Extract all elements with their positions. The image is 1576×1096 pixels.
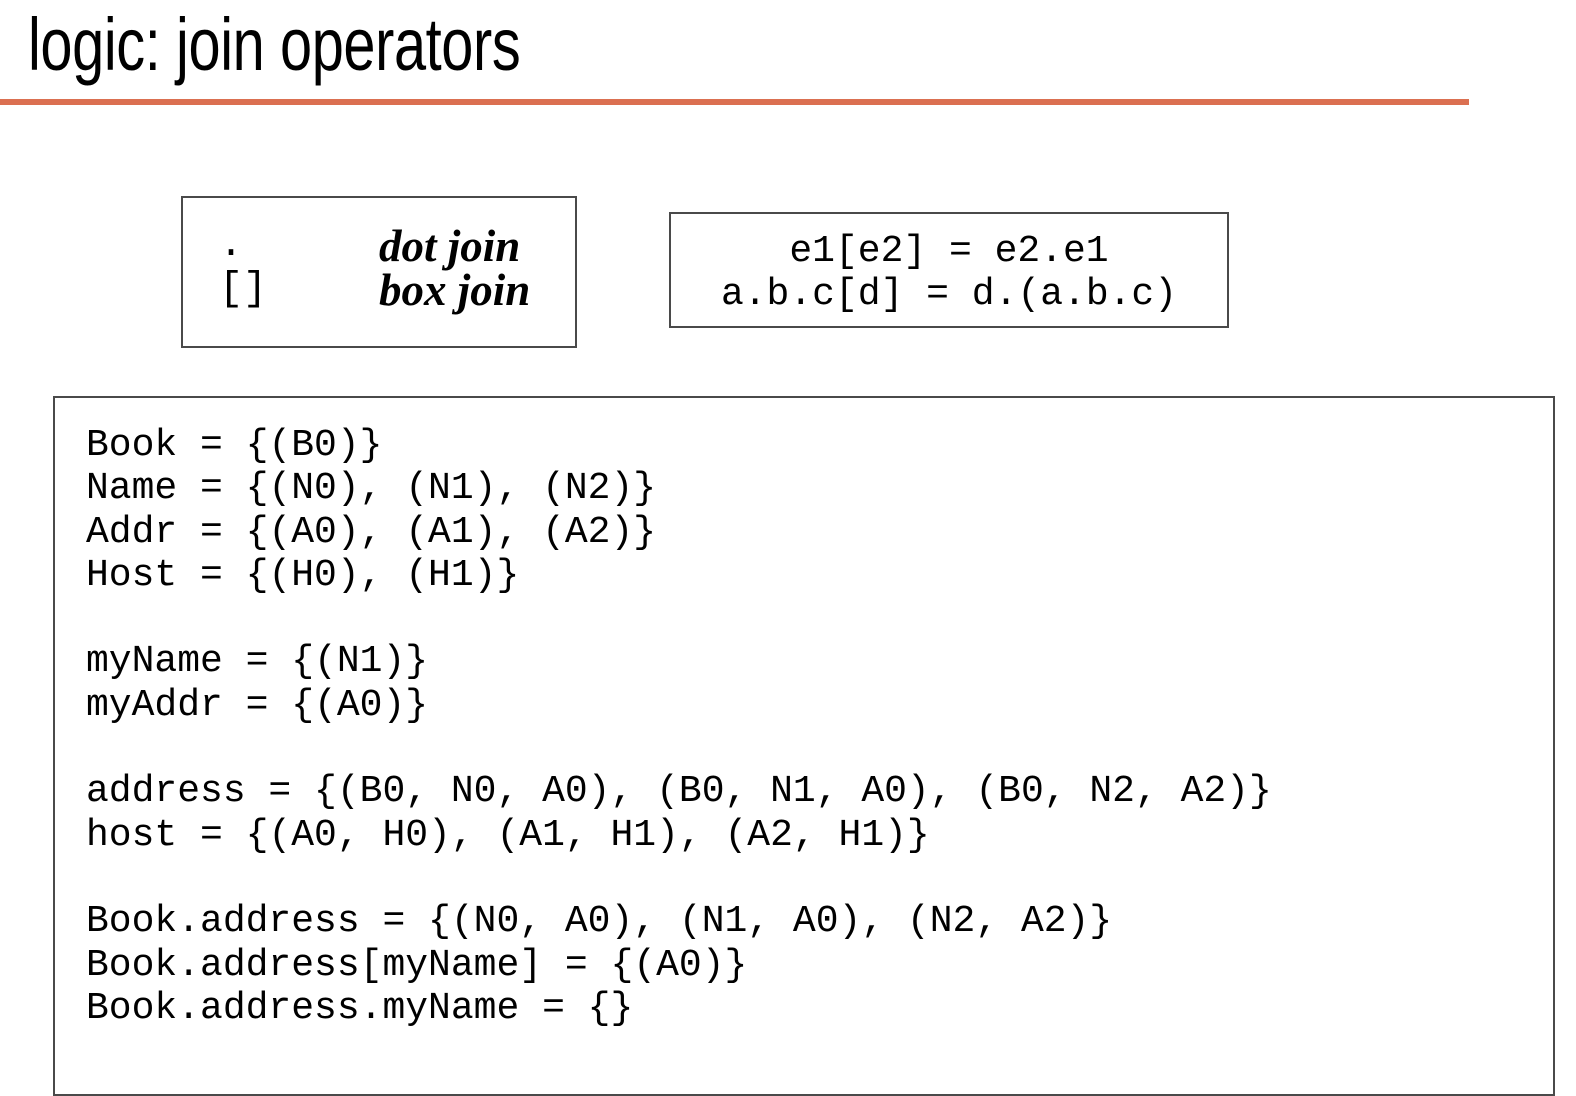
- legend-row: [] box join: [183, 262, 575, 320]
- code-example-box: Book = {(B0)}Name = {(N0), (N1), (N2)}Ad…: [53, 396, 1555, 1096]
- code-line: myName = {(N1)}: [86, 640, 429, 684]
- code-line: Book.address[myName] = {(A0)}: [86, 943, 748, 987]
- legend-row: . dot join: [183, 218, 575, 276]
- code-line: Name = {(N0), (N1), (N2)}: [86, 467, 657, 511]
- code-line: host = {(A0, H0), (A1, H1), (A2, H1)}: [86, 813, 930, 857]
- operator-legend-box: . dot join [] box join: [181, 196, 577, 348]
- equivalence-rule-box: e1[e2] = e2.e1 a.b.c[d] = d.(a.b.c): [669, 212, 1229, 328]
- legend-symbol-dot: .: [219, 223, 244, 268]
- code-line: Book.address = {(N0, A0), (N1, A0), (N2,…: [86, 900, 1113, 944]
- code-line: myAddr = {(A0)}: [86, 683, 429, 727]
- code-line: address = {(B0, N0, A0), (B0, N1, A0), (…: [86, 770, 1272, 814]
- title-divider-rule: [0, 99, 1469, 105]
- code-line: Book.address.myName = {}: [86, 986, 634, 1030]
- equivalence-line: a.b.c[d] = d.(a.b.c): [720, 273, 1178, 316]
- code-line: Book = {(B0)}: [86, 424, 383, 467]
- code-line-blank: [86, 857, 1272, 900]
- page-title: logic: join operators: [28, 3, 521, 86]
- legend-label-box-join: box join: [379, 265, 531, 315]
- code-line: Addr = {(A0), (A1), (A2)}: [86, 510, 657, 554]
- legend-symbol-box: []: [219, 267, 268, 312]
- code-line-blank: [86, 727, 1272, 770]
- code-line-blank: [86, 597, 1272, 640]
- code-listing: Book = {(B0)}Name = {(N0), (N1), (N2)}Ad…: [86, 424, 1272, 1030]
- legend-label-dot-join: dot join: [379, 221, 521, 271]
- code-line: Host = {(H0), (H1)}: [86, 553, 520, 597]
- equivalence-line: e1[e2] = e2.e1: [789, 230, 1109, 273]
